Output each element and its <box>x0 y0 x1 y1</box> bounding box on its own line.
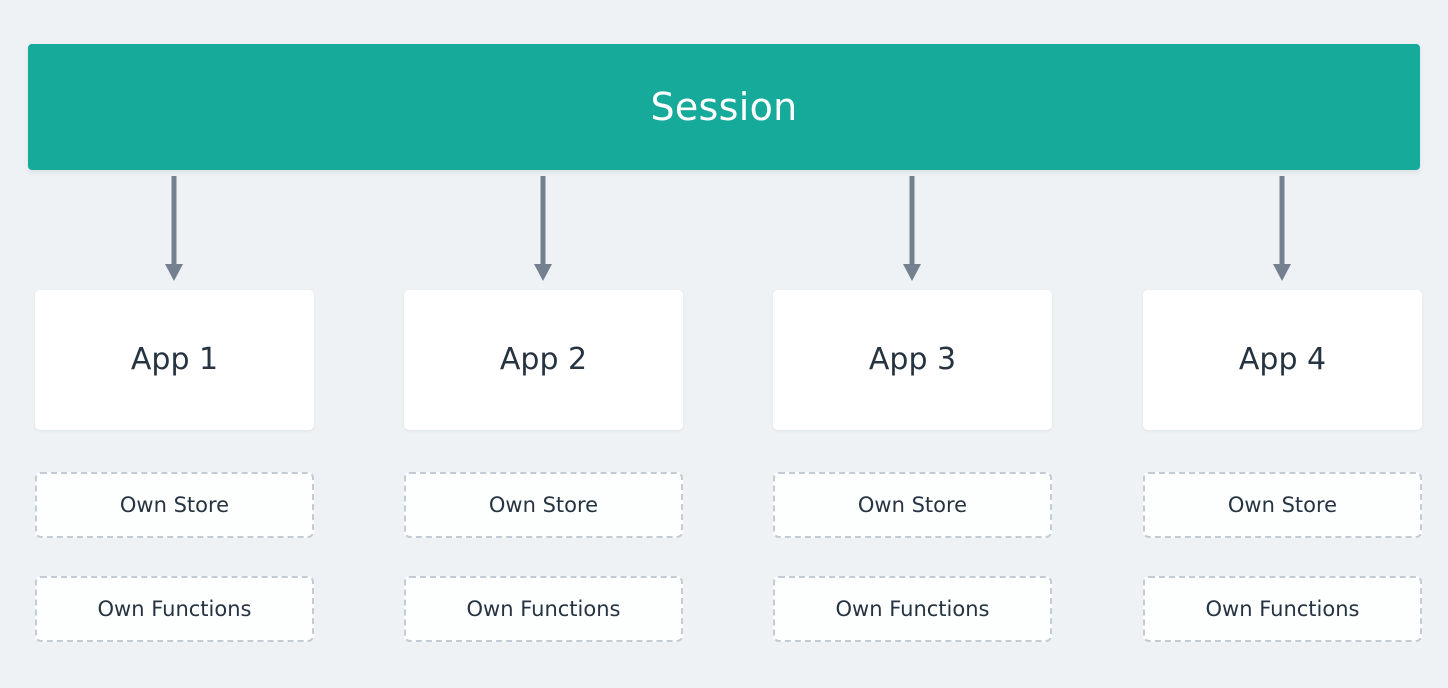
own-store-label: Own Store <box>1227 492 1338 517</box>
app-column-4: App 4 Own Store Own Functions <box>1143 290 1422 642</box>
app-column-2: App 2 Own Store Own Functions <box>404 290 683 642</box>
app-card-label: App 2 <box>499 342 588 377</box>
own-functions-box-3[interactable]: Own Functions <box>773 576 1052 642</box>
own-functions-label: Own Functions <box>835 596 990 621</box>
app-card-3[interactable]: App 3 <box>773 290 1052 430</box>
app-column-3: App 3 Own Store Own Functions <box>773 290 1052 642</box>
own-store-box-1[interactable]: Own Store <box>35 472 314 538</box>
own-store-box-3[interactable]: Own Store <box>773 472 1052 538</box>
app-column-1: App 1 Own Store Own Functions <box>35 290 314 642</box>
arrow-to-app-4 <box>1272 176 1292 282</box>
arrow-to-app-2 <box>533 176 553 282</box>
own-store-label: Own Store <box>488 492 599 517</box>
session-title: Session <box>650 85 798 129</box>
own-store-label: Own Store <box>119 492 230 517</box>
app-card-label: App 1 <box>130 342 219 377</box>
app-card-1[interactable]: App 1 <box>35 290 314 430</box>
arrow-to-app-3 <box>902 176 922 282</box>
app-card-label: App 4 <box>1238 342 1327 377</box>
own-functions-box-1[interactable]: Own Functions <box>35 576 314 642</box>
own-store-label: Own Store <box>857 492 968 517</box>
app-card-4[interactable]: App 4 <box>1143 290 1422 430</box>
own-functions-label: Own Functions <box>97 596 252 621</box>
own-functions-label: Own Functions <box>466 596 621 621</box>
app-card-2[interactable]: App 2 <box>404 290 683 430</box>
own-store-box-4[interactable]: Own Store <box>1143 472 1422 538</box>
own-store-box-2[interactable]: Own Store <box>404 472 683 538</box>
session-bar: Session <box>28 44 1420 170</box>
own-functions-box-2[interactable]: Own Functions <box>404 576 683 642</box>
own-functions-label: Own Functions <box>1205 596 1360 621</box>
app-card-label: App 3 <box>868 342 957 377</box>
own-functions-box-4[interactable]: Own Functions <box>1143 576 1422 642</box>
arrow-to-app-1 <box>164 176 184 282</box>
